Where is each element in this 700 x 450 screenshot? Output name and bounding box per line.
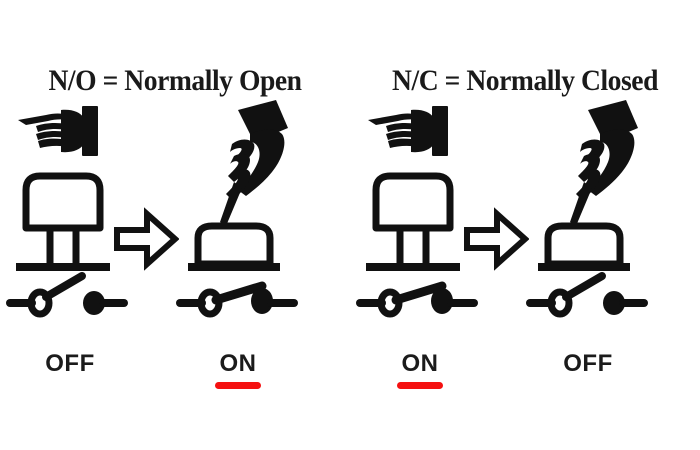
state-label-before-nc-underline — [397, 382, 443, 389]
stage-normally-closed — [350, 98, 700, 328]
state-before-normally-closed — [356, 98, 496, 328]
pointing-hand-left-icon — [18, 106, 98, 156]
transition-arrow-normally-open — [113, 206, 179, 272]
contact-closed — [176, 281, 298, 318]
state-label-before-no-text: OFF — [45, 350, 95, 377]
state-graphic-before-no — [6, 106, 128, 318]
labels-normally-open: OFF ON — [0, 350, 350, 410]
panel-normally-closed: N/C = Normally Closed — [350, 0, 700, 450]
pressing-hand-down-icon — [570, 100, 638, 226]
state-label-after-no: ON — [168, 350, 308, 389]
button-pressed — [544, 222, 624, 268]
arrow-right-icon — [114, 207, 179, 271]
contact-open — [6, 272, 128, 318]
button-released — [22, 172, 104, 264]
state-label-after-no-underline — [215, 382, 261, 389]
state-label-before-no: OFF — [0, 350, 140, 378]
state-after-normally-open — [176, 98, 316, 328]
state-label-after-nc-text: OFF — [563, 350, 613, 377]
contact-closed — [356, 281, 478, 318]
state-label-before-nc-text: ON — [401, 350, 439, 377]
contact-open — [526, 272, 648, 318]
state-graphic-after-nc — [526, 100, 648, 318]
state-graphic-before-nc — [356, 106, 478, 318]
state-before-normally-open — [6, 98, 146, 328]
panel-normally-open: N/O = Normally Open — [0, 64, 350, 410]
panel-title-normally-open: N/O = Normally Open — [48, 64, 302, 98]
button-released — [372, 172, 454, 264]
pointing-hand-left-icon — [368, 106, 448, 156]
state-label-after-no-text: ON — [219, 350, 257, 377]
state-after-normally-closed — [526, 98, 666, 328]
state-graphic-after-no — [176, 100, 298, 318]
arrow-right-icon — [464, 207, 529, 271]
labels-normally-closed: ON OFF — [350, 350, 700, 410]
transition-arrow-normally-closed — [463, 206, 529, 272]
state-label-before-nc: ON — [350, 350, 490, 389]
pressing-hand-down-icon — [220, 100, 288, 226]
state-label-after-nc: OFF — [518, 350, 658, 378]
panel-title-normally-closed: N/C = Normally Closed — [392, 64, 658, 98]
stage-normally-open — [0, 98, 350, 328]
button-pressed — [194, 222, 274, 268]
